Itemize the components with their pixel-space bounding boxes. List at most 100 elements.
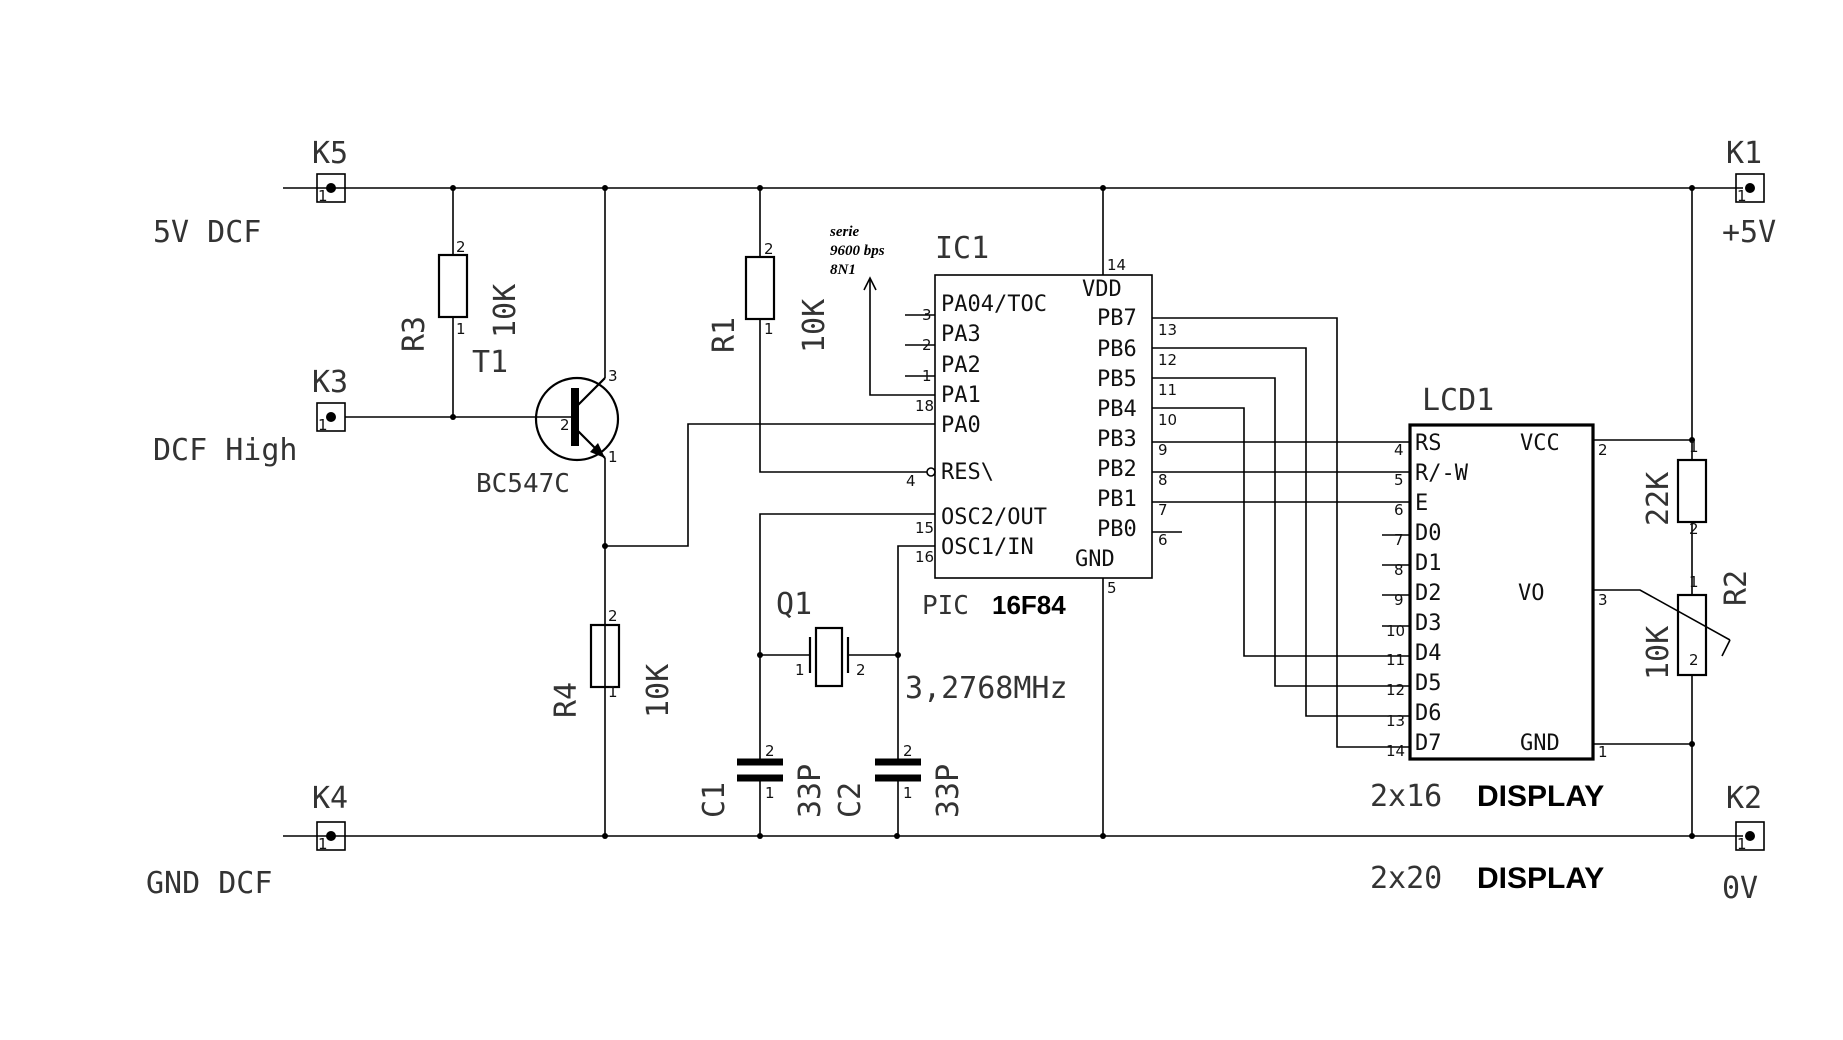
resistor-r1-value: 10K bbox=[797, 299, 832, 353]
connector-k1-pin: 1 bbox=[1737, 187, 1747, 205]
lcd-pin-rs-num: 4 bbox=[1394, 441, 1404, 459]
ic-pin-pb4-num: 10 bbox=[1158, 411, 1177, 429]
connector-k5-label: 5V DCF bbox=[153, 215, 261, 250]
connector-k5-pin: 1 bbox=[318, 187, 328, 205]
ic-pin-pa2: PA2 bbox=[941, 353, 981, 378]
resistor-r4-value: 10K bbox=[641, 664, 676, 718]
resistor-22k: 1 2 22K bbox=[1641, 438, 1708, 538]
serial-note-line2: 9600 bps bbox=[830, 243, 885, 259]
connector-k2-pin: 1 bbox=[1737, 835, 1747, 853]
connector-k3-label: DCF High bbox=[153, 433, 298, 468]
resistor-r4-pin-bottom: 1 bbox=[608, 683, 618, 701]
lcd-pin-d6-num: 13 bbox=[1386, 712, 1405, 730]
ic-pin-osc2-num: 15 bbox=[915, 519, 934, 537]
resistor-r2-ref: R2 bbox=[1719, 570, 1754, 606]
lcd-pin-d4-num: 11 bbox=[1386, 651, 1405, 669]
capacitor-c1-pin-top: 2 bbox=[765, 742, 775, 760]
wire-pa0 bbox=[605, 423, 935, 547]
connector-k5: K5 1 5V DCF bbox=[153, 136, 348, 250]
transistor-pin-b: 2 bbox=[560, 416, 570, 434]
resistor-r2-pin-top: 1 bbox=[1689, 573, 1699, 591]
crystal-value: 3,2768MHz bbox=[905, 671, 1068, 706]
resistor-r2-value: 10K bbox=[1641, 626, 1676, 680]
resistor-r1-ref: R1 bbox=[707, 317, 742, 353]
ic-pin-pb3-num: 9 bbox=[1158, 441, 1168, 459]
ic-pin-osc2: OSC2/OUT bbox=[941, 505, 1047, 530]
supply-rail bbox=[283, 185, 1743, 839]
ic-pin-gnd: GND bbox=[1075, 547, 1115, 572]
lcd-pin-d5: D5 bbox=[1415, 671, 1442, 696]
resistor-r1-pin-bottom: 1 bbox=[764, 320, 774, 338]
ic-pin-pa1: PA1 bbox=[941, 383, 981, 408]
ic-pin-pb0: PB0 bbox=[1097, 517, 1137, 542]
lcd-pin-d4: D4 bbox=[1415, 641, 1442, 666]
connector-k4-ref: K4 bbox=[312, 781, 348, 816]
ic-pin-pa04: PA04/TOC bbox=[941, 292, 1047, 317]
lcd-pin-vo-num: 3 bbox=[1598, 591, 1608, 609]
lcd-pin-vo: VO bbox=[1518, 581, 1545, 606]
serial-note-line1: serie bbox=[829, 224, 860, 240]
data-bus-wires bbox=[1152, 317, 1410, 748]
crystal-ref: Q1 bbox=[776, 587, 812, 622]
lcd-pin-rw-num: 5 bbox=[1394, 471, 1404, 489]
capacitor-c1: 2 1 C1 33P bbox=[697, 742, 828, 836]
lcd-pin-gnd-num: 1 bbox=[1598, 743, 1608, 761]
crystal-pin-left: 1 bbox=[795, 661, 805, 679]
connector-k4-label: GND DCF bbox=[146, 866, 272, 901]
ic-pin-vdd: VDD bbox=[1082, 277, 1122, 302]
connector-k4-pin: 1 bbox=[318, 835, 328, 853]
ic-pin-pb3: PB3 bbox=[1097, 427, 1137, 452]
ic-pin-pb1-num: 7 bbox=[1158, 501, 1168, 519]
resistor-22k-pin-bottom: 2 bbox=[1689, 520, 1699, 538]
lcd-module: LCD1 RS 4 R/-W 5 E 6 D0 7 D1 8 D2 9 D3 1… bbox=[1370, 383, 1608, 896]
transistor-pin-c: 3 bbox=[608, 367, 618, 385]
ic-pin-osc1: OSC1/IN bbox=[941, 535, 1034, 560]
lcd-ref: LCD1 bbox=[1422, 383, 1494, 418]
capacitor-c2-pin-top: 2 bbox=[903, 742, 913, 760]
capacitor-c1-value: 33P bbox=[793, 764, 828, 818]
ic-pin-osc1-num: 16 bbox=[915, 548, 934, 566]
resistor-r3-pin-bottom: 1 bbox=[456, 320, 466, 338]
connector-k2-label: 0V bbox=[1722, 871, 1758, 906]
resistor-r2-pin-bottom: 2 bbox=[1689, 651, 1699, 669]
connector-k2-ref: K2 bbox=[1726, 781, 1762, 816]
ic-pin-pa3-num: 3 bbox=[922, 306, 932, 324]
connector-k3: K3 1 DCF High bbox=[153, 365, 348, 468]
resistor-r4-pin-top: 2 bbox=[608, 607, 618, 625]
ic-pin-pb2: PB2 bbox=[1097, 457, 1137, 482]
ic-pin-pb2-num: 8 bbox=[1158, 471, 1168, 489]
lcd-size1-word: DISPLAY bbox=[1477, 780, 1604, 813]
transistor-part: BC547C bbox=[476, 469, 570, 499]
serial-note: serie 9600 bps 8N1 bbox=[829, 224, 935, 396]
ic-pin-pa0-num: 18 bbox=[915, 397, 934, 415]
transistor-t1: 2 3 1 T1 BC547C bbox=[472, 188, 620, 836]
resistor-r3: 2 1 R3 10K bbox=[397, 188, 523, 420]
lcd-pin-e: E bbox=[1415, 491, 1428, 516]
lcd-pin-e-num: 6 bbox=[1394, 501, 1404, 519]
ic-pin-pb6: PB6 bbox=[1097, 337, 1137, 362]
serial-note-line3: 8N1 bbox=[830, 262, 856, 278]
ic-pin-pa1-num: 1 bbox=[922, 367, 932, 385]
resistor-r4-ref: R4 bbox=[549, 682, 584, 718]
ic-part-number: 16F84 bbox=[992, 590, 1066, 620]
ic-pin-pa2-num: 2 bbox=[922, 336, 932, 354]
ic-pin-res: RES\ bbox=[941, 460, 994, 485]
ic-pin-pb4: PB4 bbox=[1097, 397, 1137, 422]
lcd-pin-d6: D6 bbox=[1415, 701, 1442, 726]
lcd-pin-d1-num: 8 bbox=[1394, 561, 1404, 579]
ic-pin-gnd-num: 5 bbox=[1107, 579, 1117, 597]
ic-pin-pb5-num: 11 bbox=[1158, 381, 1177, 399]
ic-pin-pa3: PA3 bbox=[941, 322, 981, 347]
lcd-pin-d3-num: 10 bbox=[1386, 622, 1405, 640]
lcd-pin-d5-num: 12 bbox=[1386, 681, 1405, 699]
lcd-pin-d3: D3 bbox=[1415, 611, 1442, 636]
ic-part-prefix: PIC bbox=[922, 591, 969, 621]
capacitor-c2-ref: C2 bbox=[833, 782, 868, 818]
lcd-pin-d1: D1 bbox=[1415, 551, 1442, 576]
ic-pin-pb7: PB7 bbox=[1097, 306, 1137, 331]
lcd-pin-rs: RS bbox=[1415, 431, 1442, 456]
connector-k1-label: +5V bbox=[1722, 215, 1776, 250]
connector-k5-ref: K5 bbox=[312, 136, 348, 171]
resistor-r2: 1 2 R2 10K bbox=[1641, 570, 1754, 680]
